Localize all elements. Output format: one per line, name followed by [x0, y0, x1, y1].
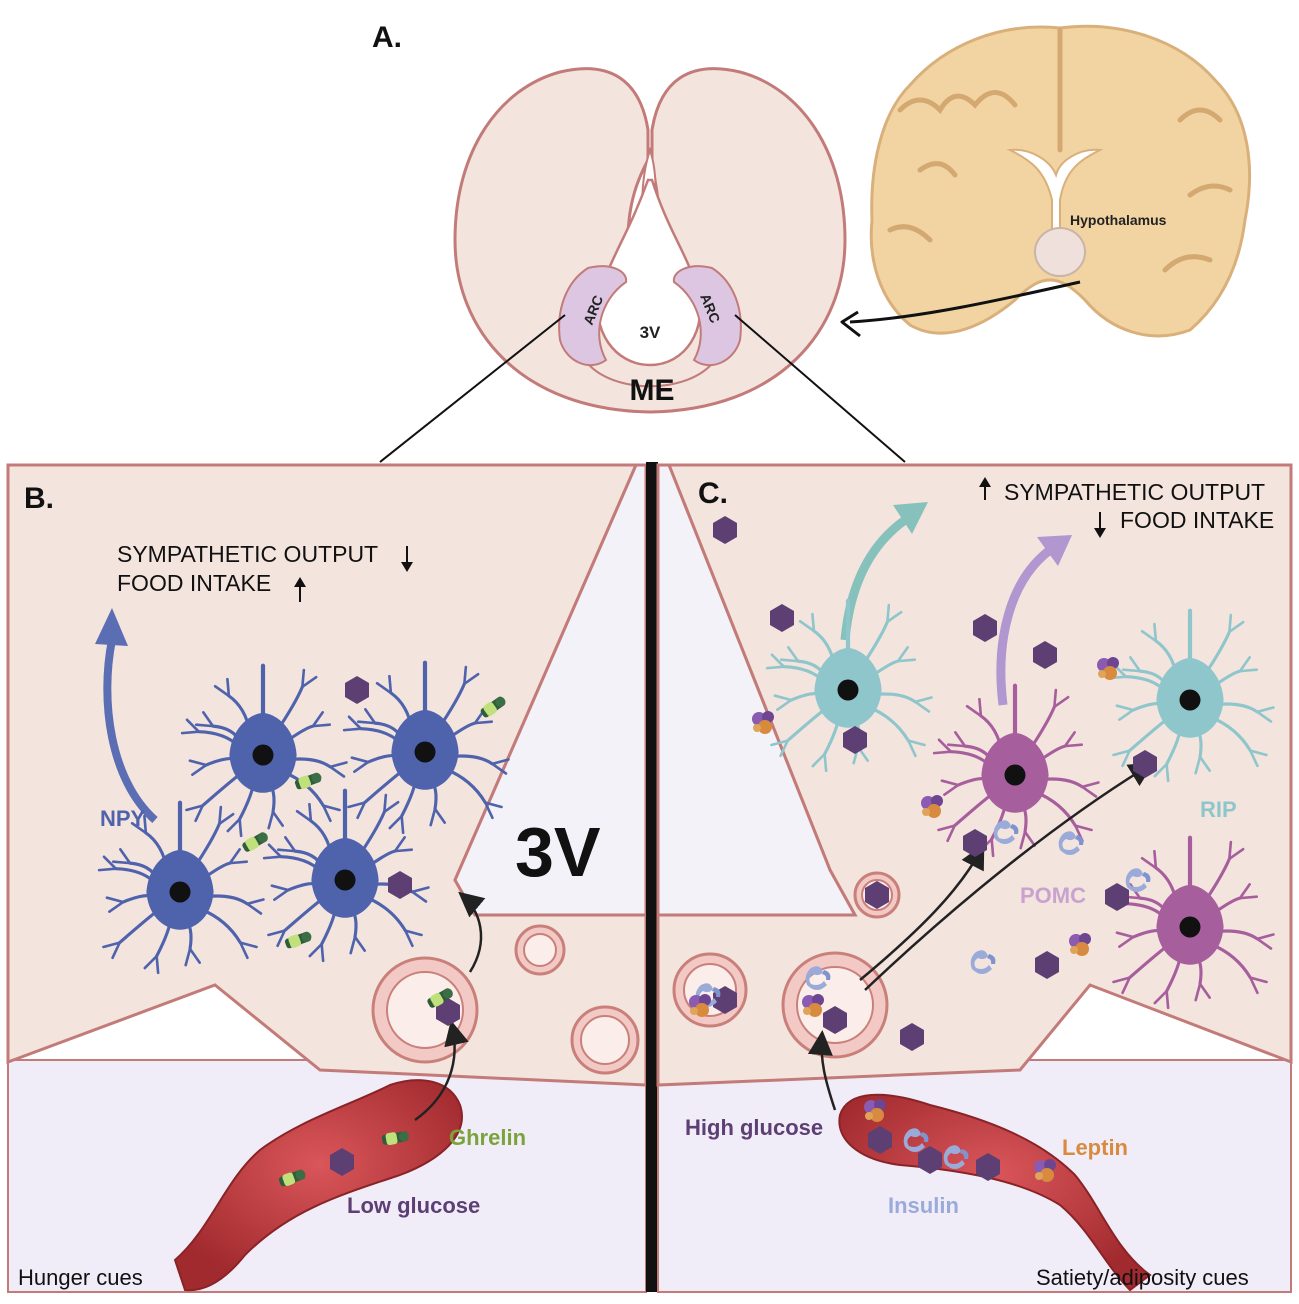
- arc-left: [558, 265, 628, 367]
- capillary: [781, 951, 889, 1059]
- ghrelin-transport-arrow: [414, 1020, 469, 1122]
- npy-neuron: [342, 660, 510, 835]
- down-arrow-icon: [1094, 512, 1106, 538]
- ghrelin-neuron-arrow: [458, 891, 486, 973]
- low-glucose-label: Low glucose: [347, 1193, 480, 1218]
- rip-label: RIP: [1200, 797, 1237, 822]
- rip-pomc-neurons: [765, 598, 1275, 1010]
- panel-b-line1: SYMPATHETIC OUTPUT: [117, 541, 378, 567]
- npy-output-arrow: [103, 639, 158, 823]
- rip-neuron: [1107, 608, 1275, 783]
- leptin-label: Leptin: [1062, 1135, 1128, 1160]
- npy-neuron: [262, 788, 430, 963]
- blood-vessel-left: [173, 1079, 463, 1292]
- panel-a: A. ARC ARC 3V ME Hypothalamus: [372, 21, 1252, 463]
- rip-target-arrow: [864, 762, 1155, 991]
- hypothalamus-label: Hypothalamus: [1070, 212, 1167, 228]
- insulin-label: Insulin: [888, 1193, 959, 1218]
- panel-divider: [646, 462, 658, 1292]
- panel-c-line1: SYMPATHETIC OUTPUT: [1004, 479, 1265, 505]
- up-arrow-icon: [294, 577, 306, 602]
- capillary: [570, 1005, 640, 1075]
- brain-section: Hypothalamus: [869, 24, 1252, 338]
- npy-neuron: [97, 800, 265, 975]
- panel-c: C. SYMPATHETIC OUTPUT FOOD INTAKE RIP PO…: [656, 463, 1293, 1293]
- up-arrow-icon: [979, 477, 991, 500]
- me-label: ME: [630, 374, 675, 407]
- blood-vessel-right: [838, 1093, 1152, 1292]
- pomc-target-arrow: [859, 843, 985, 981]
- down-arrow-icon: [401, 546, 413, 572]
- ventricle-label-b: 3V: [515, 813, 601, 891]
- panel-a-letter: A.: [372, 21, 402, 54]
- npy-neuron: [180, 663, 348, 838]
- panel-c-line2: FOOD INTAKE: [1120, 507, 1274, 533]
- panel-b-line2: FOOD INTAKE: [117, 570, 271, 596]
- capillary: [514, 924, 566, 976]
- brain-to-section-arrow: [849, 280, 1081, 324]
- hypothalamus-region: [1034, 227, 1086, 277]
- high-glucose-label: High glucose: [685, 1115, 823, 1140]
- pomc-output-arrow: [996, 546, 1053, 706]
- zoom-line-left: [379, 314, 566, 463]
- pomc-neuron: [932, 683, 1100, 858]
- rip-neuron: [765, 598, 933, 773]
- pomc-label: POMC: [1020, 883, 1086, 908]
- ghrelin-label: Ghrelin: [449, 1125, 526, 1150]
- arc-right: [672, 265, 742, 367]
- satiety-transport-arrow: [807, 1030, 837, 1111]
- panel-c-letter: C.: [698, 477, 728, 510]
- hunger-cues-label: Hunger cues: [18, 1265, 143, 1290]
- ventricle-label-a: 3V: [640, 323, 661, 342]
- zoom-line-right: [734, 314, 906, 463]
- npy-neurons: [97, 660, 510, 975]
- panel-b: B. SYMPATHETIC OUTPUT FOOD INTAKE NPY 3V: [6, 463, 648, 1293]
- capillary: [371, 956, 479, 1064]
- satiety-cues-label: Satiety/adiposity cues: [1036, 1265, 1249, 1290]
- panel-b-letter: B.: [24, 482, 54, 515]
